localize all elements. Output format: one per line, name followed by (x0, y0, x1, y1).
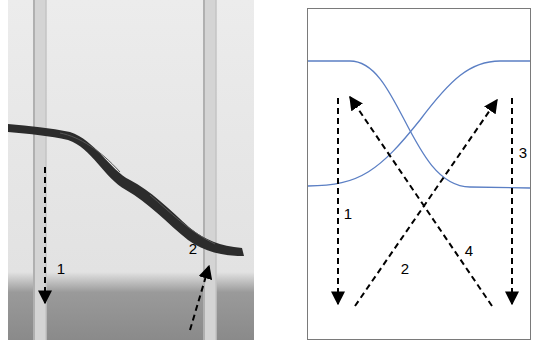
callout-number: 3 (517, 144, 529, 161)
callout-number: 1 (342, 205, 354, 222)
callout-number: 1 (55, 260, 67, 277)
callout-number: 2 (399, 260, 411, 277)
callout-number: 4 (463, 242, 475, 259)
callout-number: 2 (187, 240, 199, 257)
